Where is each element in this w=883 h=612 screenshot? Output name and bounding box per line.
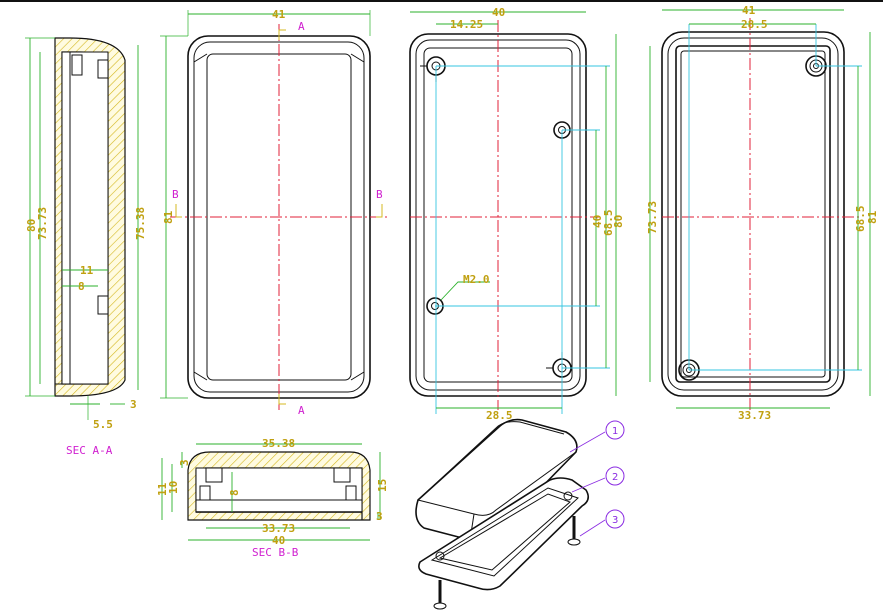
- section-label-b: SEC B-B: [252, 546, 299, 559]
- bottom-boss-span-v1: 40: [591, 215, 604, 228]
- bottom-boss-span-v2: 68.5: [602, 210, 615, 237]
- bottom-height: 80: [612, 215, 625, 228]
- screw-left: [433, 580, 447, 610]
- side-inner-width: 11: [80, 264, 94, 277]
- bottom-boss-span-h: 28.5: [486, 409, 513, 422]
- lid-width: 41: [742, 4, 756, 17]
- cut-marker-b-left: B: [172, 188, 179, 201]
- cross-inner-width: 33.73: [262, 522, 295, 535]
- side-boss-height: 8: [78, 280, 85, 293]
- lid-inner-span: 28.5: [741, 18, 768, 31]
- section-label-a: SEC A-A: [66, 444, 113, 457]
- cross-wall: 3: [376, 510, 383, 523]
- balloon-1-label: 1: [612, 426, 618, 437]
- side-inner-height: 73.73: [36, 207, 49, 240]
- cross-overall: 15: [376, 479, 389, 492]
- cut-marker-a-bottom: A: [298, 404, 305, 417]
- balloon-3-label: 3: [612, 515, 618, 526]
- cross-section-view: [161, 443, 381, 541]
- cut-marker-a-top: A: [298, 20, 305, 33]
- cut-marker-b-right: B: [376, 188, 383, 201]
- lid-view: [649, 9, 871, 410]
- front-height: 81: [162, 210, 175, 224]
- front-width: 41: [272, 8, 286, 21]
- balloon-2-label: 2: [612, 472, 618, 483]
- exploded-assembly-view: [415, 418, 606, 610]
- bottom-width: 40: [492, 6, 505, 19]
- balloon-3: [605, 509, 625, 529]
- balloon-2: [605, 466, 625, 486]
- front-view: [160, 10, 390, 410]
- lid-inner-width: 33.73: [738, 409, 771, 422]
- cross-lip: 3: [178, 459, 191, 466]
- lid-height-span: 68.5: [854, 206, 867, 233]
- cross-bottom-width: 40: [272, 534, 285, 547]
- balloon-1: [605, 420, 625, 440]
- cross-boss: 8: [228, 489, 241, 496]
- lid-height-left: 73.73: [646, 201, 659, 234]
- side-wall: 3: [130, 398, 137, 411]
- side-overall-height: 80: [25, 219, 38, 232]
- screw-right: [567, 516, 581, 546]
- bottom-boss-offset: 14.25: [450, 18, 483, 31]
- cross-height: 11: [156, 482, 169, 496]
- lid-height: 81: [866, 210, 879, 224]
- side-section-view: [25, 37, 139, 420]
- cross-inner-height: 10: [167, 481, 180, 494]
- thread-label: M2.0: [463, 273, 490, 286]
- side-right-height: 75.38: [134, 207, 147, 240]
- bottom-view: [409, 11, 617, 414]
- side-bottom-offset: 5.5: [93, 418, 113, 431]
- cross-top-width: 35.38: [262, 437, 295, 450]
